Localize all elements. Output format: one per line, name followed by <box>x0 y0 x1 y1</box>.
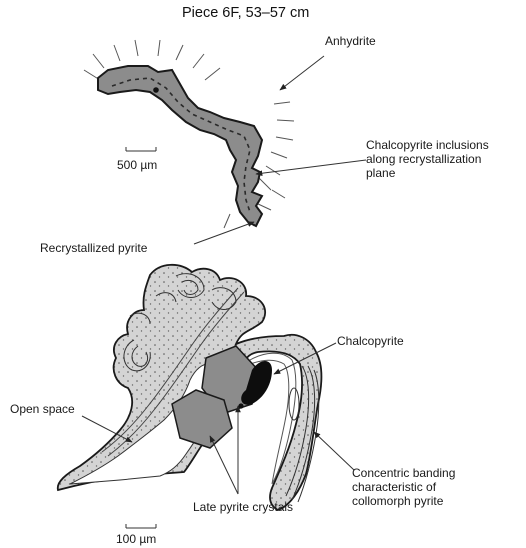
label-concentric-banding: Concentric banding characteristic of col… <box>352 466 455 508</box>
anhydrite-leader <box>280 56 324 90</box>
label-late-pyrite-crystals: Late pyrite crystals <box>193 500 293 514</box>
label-recrystallized-pyrite: Recrystallized pyrite <box>40 241 147 255</box>
chalcopyrite-inclusions-leader <box>256 160 366 174</box>
recrystallized-pyrite-grain <box>98 66 262 226</box>
late-pyrite-leader-1 <box>210 436 238 494</box>
label-open-space: Open space <box>10 402 75 416</box>
scale-bar-bottom <box>126 524 156 528</box>
chalcopyrite-inclusion <box>153 87 159 93</box>
label-scale-bottom: 100 µm <box>116 532 156 546</box>
figure-title: Piece 6F, 53–57 cm <box>182 5 309 21</box>
recrystallized-pyrite-leader <box>194 222 254 244</box>
chalcopyrite-speck <box>238 403 243 408</box>
label-anhydrite: Anhydrite <box>325 34 376 48</box>
label-chalcopyrite-inclusions: Chalcopyrite inclusions along recrystall… <box>366 138 489 180</box>
label-chalcopyrite: Chalcopyrite <box>337 334 404 348</box>
concentric-banding-leader <box>314 432 354 470</box>
label-scale-top: 500 µm <box>117 158 157 172</box>
scale-bar-top <box>126 147 156 151</box>
